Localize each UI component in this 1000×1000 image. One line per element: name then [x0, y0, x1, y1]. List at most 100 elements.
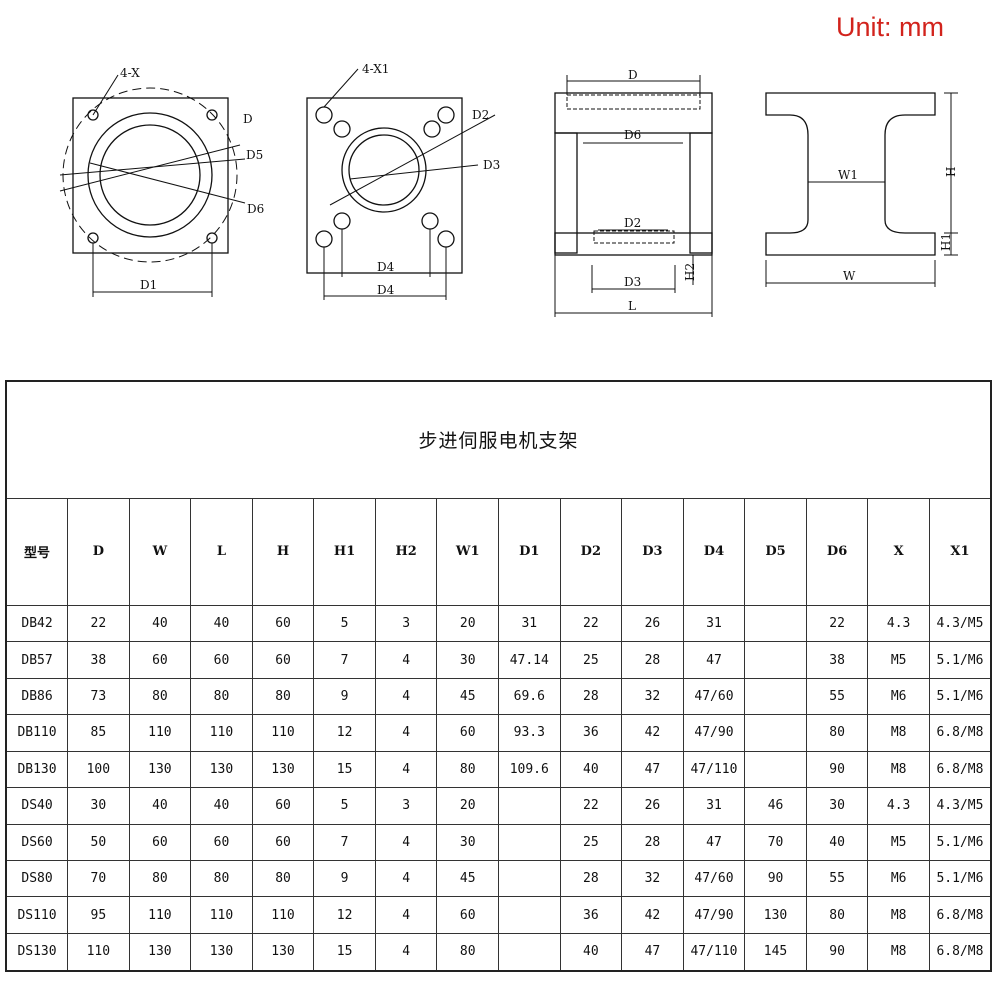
table-cell: 55	[805, 677, 869, 716]
table-cell: 70	[744, 823, 807, 861]
table-cell: 42	[621, 714, 684, 752]
table-cell: 28	[621, 641, 684, 679]
table-cell: 4	[374, 823, 438, 861]
table-cell: M8	[867, 932, 930, 972]
table-cell: 45	[436, 859, 499, 898]
table-cell: 70	[67, 859, 130, 898]
label-w1: W1	[838, 168, 858, 182]
table-cell: 4.3/M5	[928, 604, 992, 643]
table-cell: 47/60	[682, 859, 746, 898]
table-cell	[498, 859, 561, 898]
table-cell	[498, 823, 561, 861]
table-cell: 32	[621, 859, 684, 898]
table-cell: 47	[621, 932, 684, 972]
label-d5: D5	[246, 148, 263, 162]
table-cell: 110	[251, 896, 315, 934]
table-cell: 30	[436, 641, 499, 679]
table-cell: 80	[251, 859, 315, 898]
table-cell: 4	[374, 859, 438, 898]
table-cell: 4	[374, 896, 438, 934]
table-cell: 60	[251, 604, 315, 643]
table-cell: 130	[190, 932, 253, 972]
column-header: H	[251, 497, 315, 606]
column-header: D2	[559, 497, 623, 606]
unit-note: Unit: mm	[836, 12, 944, 42]
table-cell: 110	[190, 896, 253, 934]
model-cell: DB57	[5, 641, 69, 679]
table-cell: 31	[682, 604, 746, 643]
table-cell: 15	[313, 932, 376, 972]
table-cell: 32	[621, 677, 684, 716]
technical-drawings: 4-X D D5 D6 D1 4-X1 D2 D3 D4 D4 D D6 D2 …	[59, 62, 958, 317]
table-cell: M8	[867, 714, 930, 752]
front-view-motor-flange	[59, 74, 246, 297]
table-cell: 80	[805, 714, 869, 752]
column-header: D1	[498, 497, 561, 606]
table-cell: 47/90	[682, 896, 746, 934]
table-cell	[498, 896, 561, 934]
table-cell: 9	[313, 859, 376, 898]
table-cell	[744, 677, 807, 716]
table-cell: 60	[436, 714, 499, 752]
table-cell: 60	[128, 641, 192, 679]
column-header: H2	[374, 497, 438, 606]
label-d2-v3: D2	[624, 216, 641, 230]
column-header: W1	[436, 497, 499, 606]
table-cell: 80	[128, 677, 192, 716]
model-cell: DB42	[5, 604, 69, 643]
table-cell: 80	[190, 859, 253, 898]
table-cell: 4	[374, 677, 438, 716]
table-cell: M5	[867, 641, 930, 679]
table-cell: 5.1/M6	[928, 677, 992, 716]
table-cell: 5	[313, 787, 376, 825]
label-d3-v3: D3	[624, 275, 641, 289]
table-cell: 22	[805, 604, 869, 643]
table-cell: 47.14	[498, 641, 561, 679]
table-cell: 9	[313, 677, 376, 716]
table-cell: 5.1/M6	[928, 859, 992, 898]
table-cell: 38	[805, 641, 869, 679]
table-cell: 6.8/M8	[928, 932, 992, 972]
table-cell	[744, 750, 807, 789]
label-d2-v2: D2	[472, 108, 489, 122]
table-cell: M6	[867, 677, 930, 716]
side-view	[765, 92, 958, 287]
table-cell: 47	[682, 823, 746, 861]
table-cell: 40	[559, 932, 623, 972]
label-d-v3: D	[628, 68, 638, 82]
label-d1: D1	[140, 278, 157, 292]
table-cell: 80	[251, 677, 315, 716]
table-cell: 28	[559, 677, 623, 716]
label-h2: H2	[683, 263, 697, 281]
label-4x1: 4-X1	[362, 62, 389, 76]
front-view-mounting-plate	[306, 68, 496, 300]
table-cell: 4.3/M5	[928, 787, 992, 825]
column-header: W	[128, 497, 192, 606]
table-cell: 47	[682, 641, 746, 679]
table-cell: 12	[313, 896, 376, 934]
table-cell: 60	[190, 641, 253, 679]
table-cell: 40	[190, 604, 253, 643]
table-cell: 5.1/M6	[928, 641, 992, 679]
model-cell: DS40	[5, 787, 69, 825]
table-cell: 31	[682, 787, 746, 825]
table-cell: 130	[251, 750, 315, 789]
table-cell: 20	[436, 604, 499, 643]
table-cell: 40	[559, 750, 623, 789]
label-l: L	[628, 299, 636, 313]
column-header: L	[190, 497, 253, 606]
table-cell: 73	[67, 677, 130, 716]
table-cell: 28	[621, 823, 684, 861]
table-cell	[498, 787, 561, 825]
table-cell: 90	[805, 932, 869, 972]
table-cell: 40	[128, 787, 192, 825]
model-cell: DB130	[5, 750, 69, 789]
table-cell: 109.6	[498, 750, 561, 789]
table-cell: 145	[744, 932, 807, 972]
table-cell: 28	[559, 859, 623, 898]
